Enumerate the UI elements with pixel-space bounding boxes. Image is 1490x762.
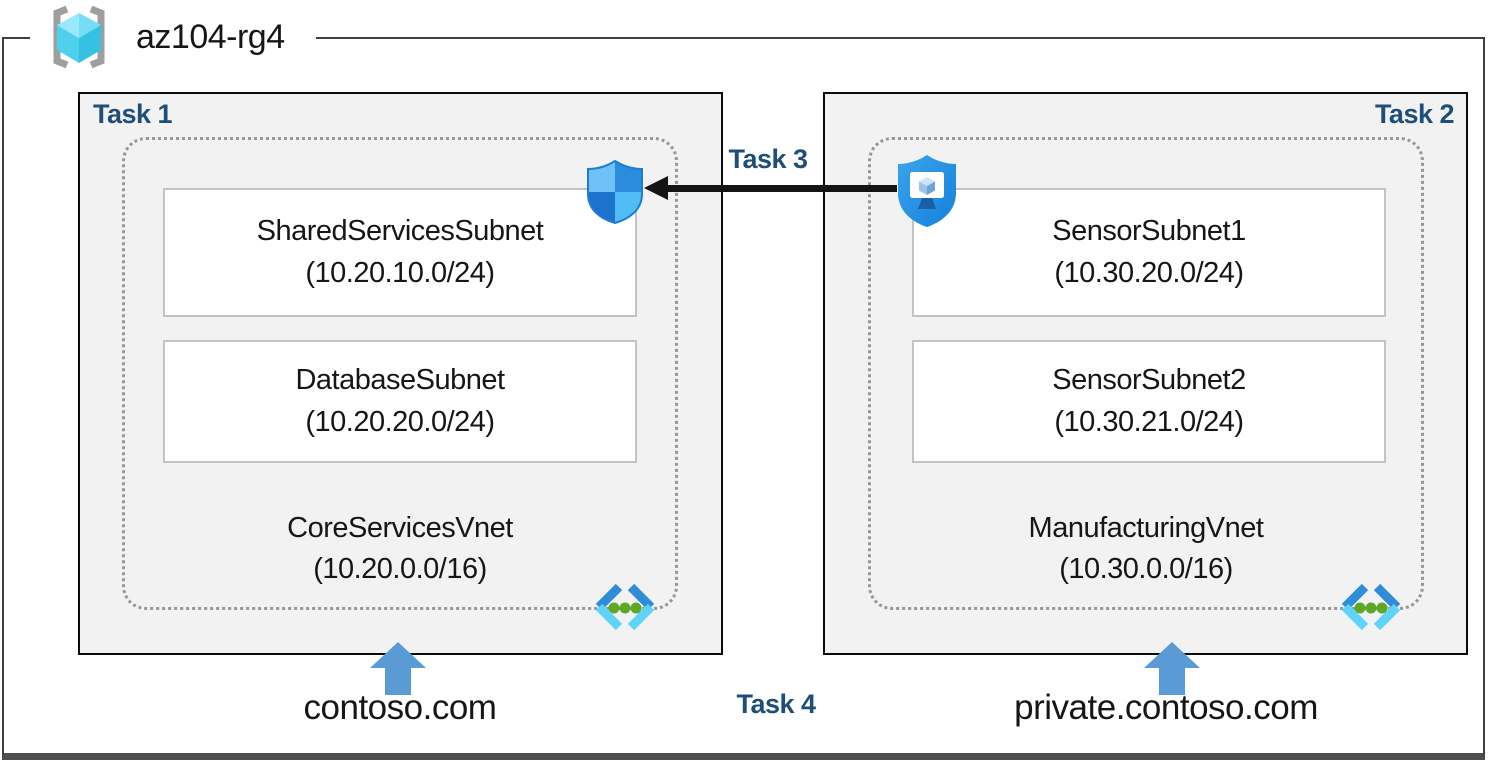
virtual-network-icon xyxy=(592,583,658,631)
subnet-name: DatabaseSubnet xyxy=(295,364,505,397)
sensor-subnet1-box: SensorSubnet1 (10.30.20.0/24) xyxy=(912,188,1386,317)
dns-up-arrow-right-head xyxy=(1144,642,1200,668)
subnet-name: SensorSubnet1 xyxy=(1052,215,1246,248)
peering-arrow-shaft xyxy=(666,185,897,192)
subnet-name: SensorSubnet2 xyxy=(1052,364,1246,397)
sensor-subnet2-box: SensorSubnet2 (10.30.21.0/24) xyxy=(912,340,1386,463)
virtual-network-icon xyxy=(1338,583,1404,631)
vnet-cidr: (10.20.0.0/16) xyxy=(313,553,487,586)
core-services-vnet-label: CoreServicesVnet (10.20.0.0/16) xyxy=(122,508,678,590)
manufacturing-vnet-label: ManufacturingVnet (10.30.0.0/16) xyxy=(868,508,1424,590)
subnet-cidr: (10.30.21.0/24) xyxy=(1054,405,1244,438)
resource-group-icon xyxy=(44,4,114,70)
bastion-icon xyxy=(895,153,959,229)
database-subnet-box: DatabaseSubnet (10.20.20.0/24) xyxy=(163,340,637,463)
resource-group-name: az104-rg4 xyxy=(136,17,285,56)
task1-label: Task 1 xyxy=(93,99,173,129)
shared-services-subnet-box: SharedServicesSubnet (10.20.10.0/24) xyxy=(163,188,637,317)
dns-up-arrow-left-shaft xyxy=(385,666,411,695)
vnet-cidr: (10.30.0.0/16) xyxy=(1059,553,1233,586)
vnet-name: CoreServicesVnet xyxy=(287,512,513,544)
vnet-name: ManufacturingVnet xyxy=(1028,512,1264,544)
dns-up-arrow-right-shaft xyxy=(1159,666,1185,695)
core-services-vnet-boundary xyxy=(122,137,678,610)
dns-up-arrow-left-head xyxy=(370,642,426,668)
subnet-name: SharedServicesSubnet xyxy=(256,215,544,248)
manufacturing-vnet-boundary xyxy=(868,137,1424,610)
resource-group-frame xyxy=(2,37,1485,760)
task4-label: Task 4 xyxy=(736,689,816,719)
subnet-cidr: (10.20.20.0/24) xyxy=(305,405,495,438)
resource-group-header: az104-rg4 xyxy=(30,0,316,74)
task3-label: Task 3 xyxy=(728,144,808,174)
network-security-group-icon xyxy=(585,159,645,225)
task2-label: Task 2 xyxy=(1374,99,1455,129)
subnet-cidr: (10.30.20.0/24) xyxy=(1054,256,1244,289)
peering-arrow-head xyxy=(644,176,668,200)
subnet-cidr: (10.20.10.0/24) xyxy=(305,256,495,289)
